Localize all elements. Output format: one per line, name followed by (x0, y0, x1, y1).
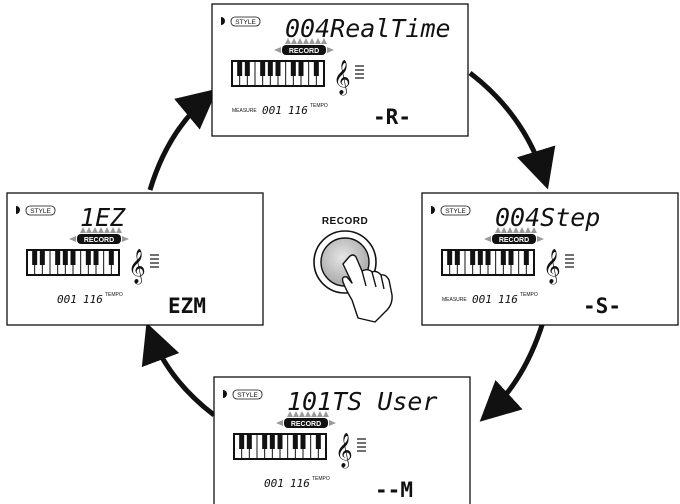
arrow-right-to-bottom (479, 321, 546, 422)
record-label: RECORD (84, 237, 114, 244)
style-name: TS User (332, 387, 437, 416)
style-number: 004 (495, 203, 540, 232)
style-label: STYLE (30, 208, 51, 215)
treble-clef-icon: 𝄞 (333, 60, 351, 96)
lcd-main-readout: 004RealTime (285, 14, 451, 43)
measure-label: MEASURE (232, 108, 257, 114)
lcd-main-readout: 101TS User (287, 387, 438, 416)
staff-lines-icon (150, 254, 159, 268)
pointing-hand-icon (341, 254, 393, 323)
measure-label: MEASURE (442, 297, 467, 303)
cycle-arrows (141, 71, 556, 422)
mode-indicator: -R- (373, 105, 411, 129)
style-name: Step (540, 203, 600, 232)
tempo-value: 116 (290, 477, 310, 490)
style-number: 004 (285, 14, 330, 43)
style-tag-frame (230, 16, 261, 27)
style-label: STYLE (235, 19, 256, 26)
record-tag-frame (77, 234, 121, 244)
record-glow-icon (274, 38, 334, 53)
treble-clef-icon: 𝄞 (543, 249, 561, 285)
arrow-left-to-top (147, 88, 218, 191)
record-label: RECORD (291, 421, 321, 428)
style-tag-frame (25, 205, 56, 216)
measure-value: 001 (57, 293, 77, 306)
lcd-main-readout: 004Step (495, 203, 600, 232)
style-tag-frame (440, 205, 471, 216)
tempo-value: 116 (83, 293, 103, 306)
indicator-icon (431, 206, 435, 214)
record-button-illustration: RECORD (313, 216, 393, 323)
record-tag-frame (284, 418, 328, 428)
tempo-value: 116 (288, 104, 308, 117)
measure-value: 001 (264, 477, 284, 490)
staff-lines-icon (355, 65, 364, 79)
tempo-label: TEMPO (105, 292, 123, 298)
tempo-label: TEMPO (520, 292, 538, 298)
style-number: 101 (287, 387, 332, 416)
mode-indicator: -S- (583, 294, 621, 318)
record-button-label: RECORD (322, 216, 368, 227)
staff-lines-icon (565, 254, 574, 268)
lcd-main-readout: 1EZ (80, 203, 126, 232)
record-glow-icon (276, 411, 336, 426)
measure-value: 001 (472, 293, 492, 306)
style-label: STYLE (237, 392, 258, 399)
record-tag-frame (492, 234, 536, 244)
measure-value: 001 (262, 104, 282, 117)
style-name: RealTime (330, 14, 450, 43)
treble-clef-icon: 𝄞 (335, 433, 353, 469)
style-tag-frame (232, 389, 263, 400)
treble-clef-icon: 𝄞 (128, 249, 146, 285)
mode-indicator: --M (375, 478, 413, 502)
tempo-label: TEMPO (310, 103, 328, 109)
keyboard-icon (26, 249, 120, 276)
style-name: EZ (95, 203, 126, 232)
record-glow-icon (69, 227, 129, 242)
tempo-label: TEMPO (312, 476, 330, 482)
style-number: 1 (80, 203, 95, 232)
record-glow-icon (484, 227, 544, 242)
style-label: STYLE (445, 208, 466, 215)
indicator-icon (16, 206, 20, 214)
keyboard-icon (233, 433, 327, 460)
keyboard-icon (441, 249, 535, 276)
record-tag-frame (282, 45, 326, 55)
indicator-icon (221, 17, 225, 25)
record-label: RECORD (289, 48, 319, 55)
indicator-icon (223, 390, 227, 398)
keyboard-icon (231, 60, 325, 87)
arrow-top-to-right (468, 71, 556, 190)
staff-lines-icon (357, 438, 366, 452)
record-label: RECORD (499, 237, 529, 244)
tempo-value: 116 (498, 293, 518, 306)
arrow-bottom-to-left (141, 322, 216, 417)
mode-indicator: EZM (168, 294, 206, 318)
